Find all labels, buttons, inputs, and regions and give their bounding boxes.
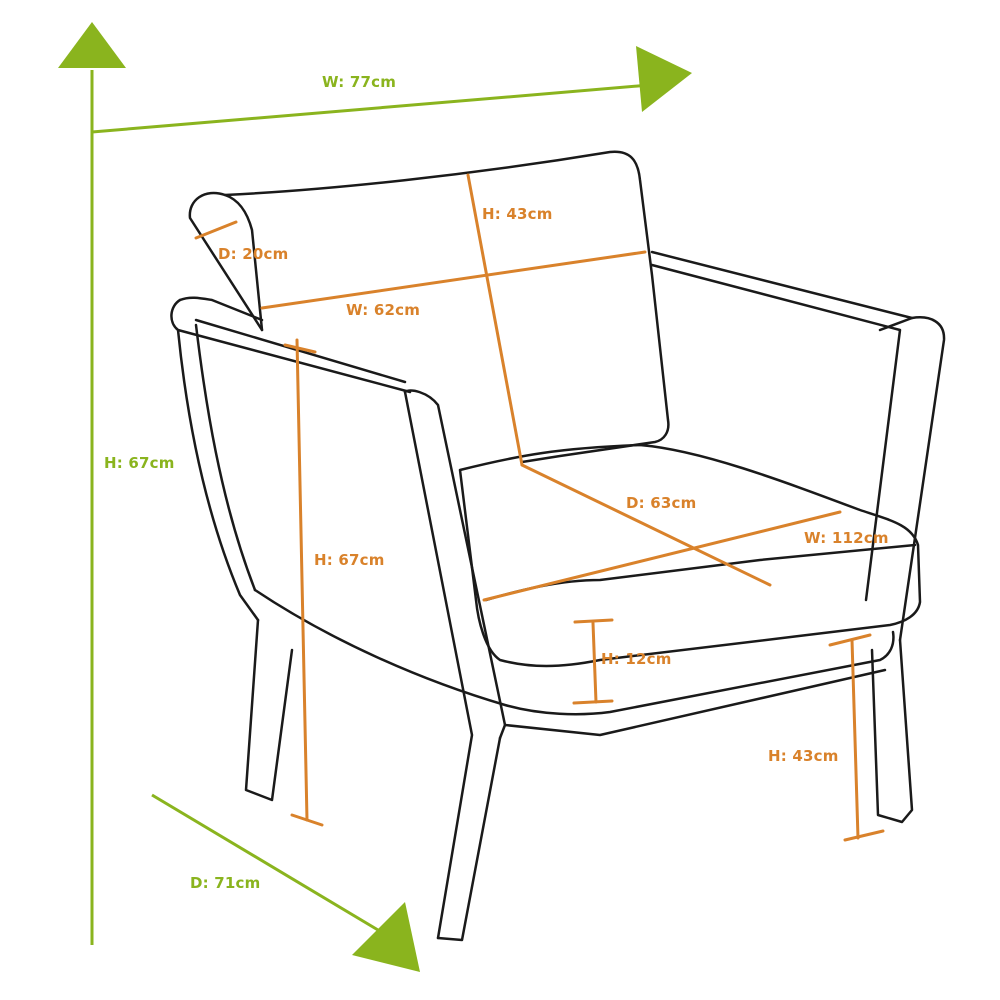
right-arrow-icon: [636, 46, 692, 112]
depth-axis-line: [151, 793, 379, 932]
component-dimension-lines: [194, 173, 885, 842]
overall-dimension-lines: [58, 22, 692, 972]
back-cushion-width-label: W: 62cm: [346, 301, 421, 319]
seat-cushion-height-label: H: 12cm: [601, 650, 672, 668]
back-cushion-depth-label: D: 20cm: [218, 245, 289, 263]
width-axis-line: [91, 83, 651, 134]
armrest-height-label: H: 67cm: [314, 551, 385, 569]
seat-height-label: H: 43cm: [768, 747, 839, 765]
up-arrow-icon: [58, 22, 126, 68]
seat-depth-label: D: 63cm: [626, 494, 697, 512]
overall-width-label: W: 77cm: [322, 73, 397, 91]
seat-width-label: W: 112cm: [804, 529, 889, 547]
overall-height-label: H: 67cm: [104, 454, 175, 472]
overall-depth-label: D: 71cm: [190, 874, 261, 892]
down-right-arrow-icon: [352, 902, 420, 972]
back-cushion-height-label: H: 43cm: [482, 205, 553, 223]
